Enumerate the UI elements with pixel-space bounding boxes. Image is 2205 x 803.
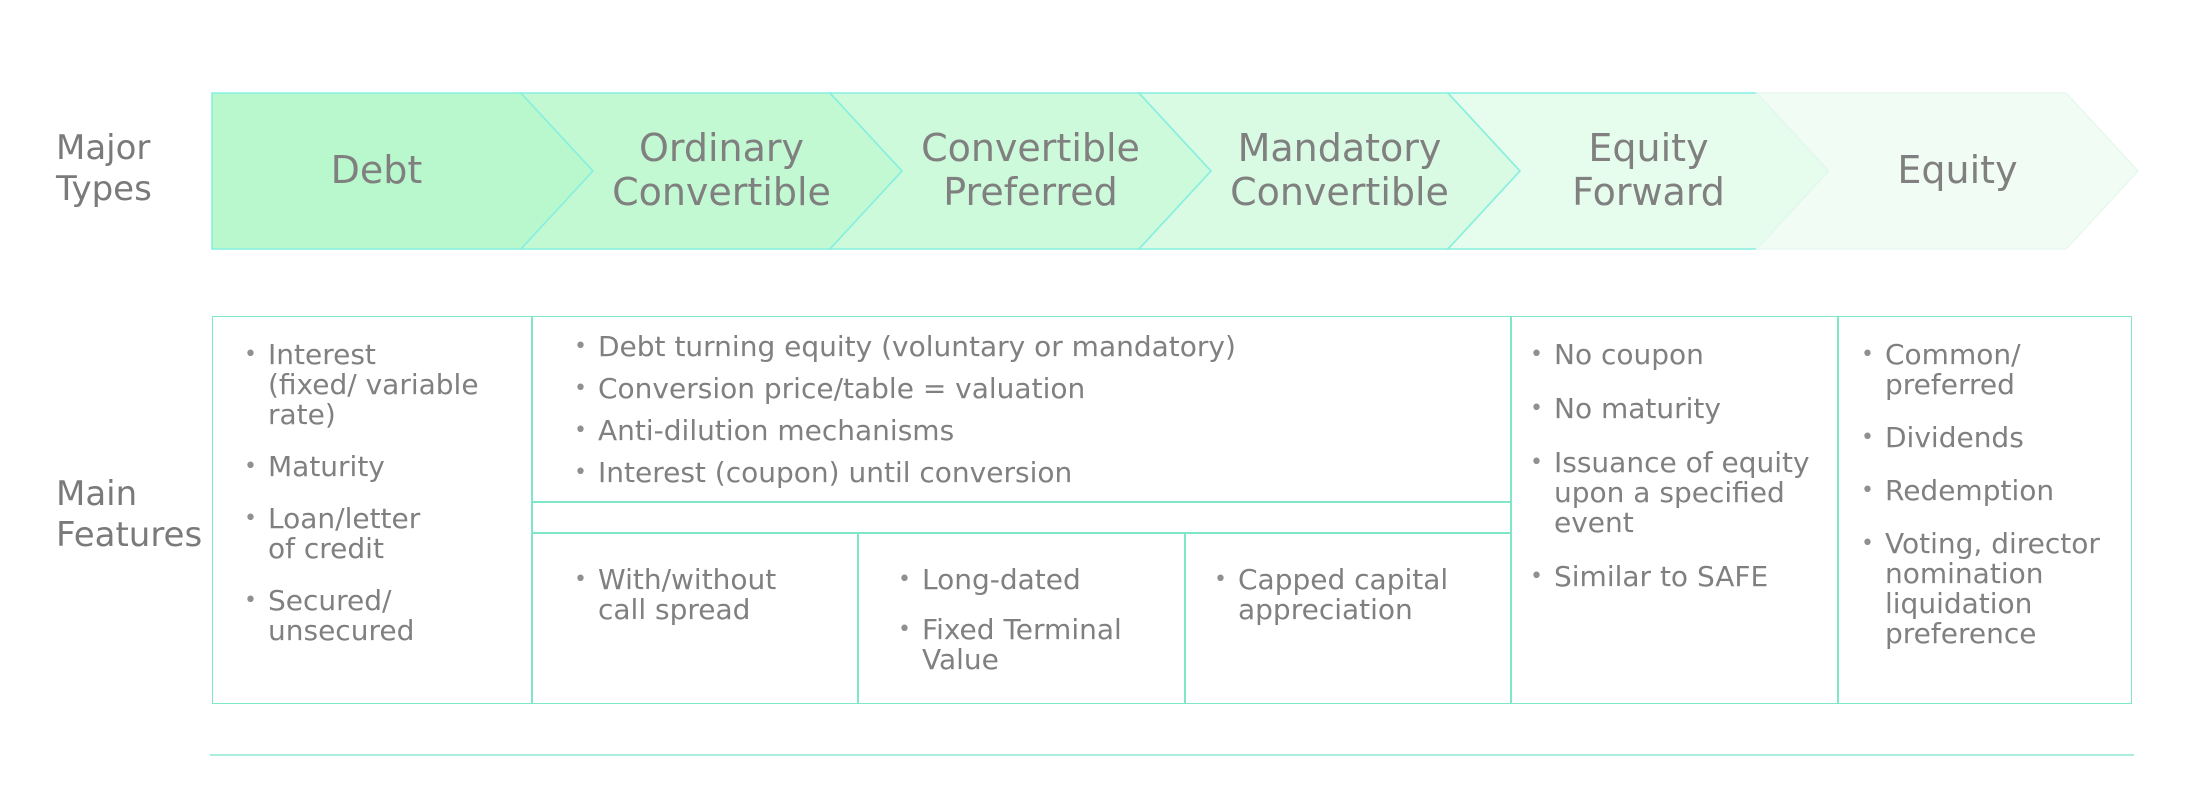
- type-label-1: Debt: [330, 148, 423, 192]
- types-chevron-row: [211, 92, 2140, 250]
- feature-item: Fixed Terminal Value: [898, 615, 1173, 675]
- type-label-3: Convertible Preferred: [921, 126, 1140, 214]
- convertible-preferred-features: Long-datedFixed Terminal Value: [898, 565, 1173, 675]
- type-label-4: Mandatory Convertible: [1230, 126, 1449, 214]
- feature-item: Anti-dilution mechanisms: [574, 416, 1494, 447]
- row-divider: [531, 501, 1510, 503]
- type-label-6: Equity: [1897, 148, 2018, 192]
- main-features-label: Main Features: [56, 474, 203, 555]
- row-divider: [531, 532, 1510, 534]
- ordinary-convertible-features: With/without call spread: [574, 565, 844, 625]
- feature-item: Long-dated: [898, 565, 1173, 596]
- major-types-label: Major Types: [56, 128, 152, 209]
- feature-item: Issuance of equity upon a specified even…: [1530, 448, 1830, 538]
- column-divider: [857, 532, 859, 704]
- feature-item: Voting, director nomination liquidation …: [1861, 529, 2126, 649]
- feature-item: Common/ preferred: [1861, 340, 2126, 400]
- column-divider: [531, 316, 533, 704]
- convertible-common-features: Debt turning equity (voluntary or mandat…: [574, 332, 1494, 489]
- type-label-5: Equity Forward: [1572, 126, 1725, 214]
- feature-item: Interest (coupon) until conversion: [574, 458, 1494, 489]
- debt-features: Interest (fixed/ variable rate) MaturityL…: [244, 340, 514, 646]
- column-divider: [1510, 316, 1512, 704]
- feature-item: No maturity: [1530, 394, 1830, 425]
- feature-item: Loan/letter of credit: [244, 504, 514, 564]
- mandatory-convertible-features: Capped capital appreciation: [1214, 565, 1499, 625]
- feature-item: Redemption: [1861, 476, 2126, 507]
- feature-item: With/without call spread: [574, 565, 844, 625]
- column-divider: [1184, 532, 1186, 704]
- feature-item: Maturity: [244, 452, 514, 483]
- feature-item: Similar to SAFE: [1530, 562, 1830, 593]
- equity-forward-features: No coupon No maturityIssuance of equity u…: [1530, 340, 1830, 593]
- feature-item: Debt turning equity (voluntary or mandat…: [574, 332, 1494, 363]
- feature-item: Secured/ unsecured: [244, 586, 514, 646]
- column-divider: [1837, 316, 1839, 704]
- type-label-2: Ordinary Convertible: [612, 126, 831, 214]
- feature-item: No coupon: [1530, 340, 1830, 371]
- feature-item: Interest (fixed/ variable rate): [244, 340, 514, 430]
- feature-item: Conversion price/table = valuation: [574, 374, 1494, 405]
- bottom-divider: [210, 754, 2134, 756]
- features-table: [212, 316, 2132, 704]
- feature-item: Capped capital appreciation: [1214, 565, 1499, 625]
- equity-features: Common/ preferredDividendsRedemptionVoti…: [1861, 340, 2126, 649]
- type-chevron-6: [1755, 92, 2140, 250]
- feature-item: Dividends: [1861, 423, 2126, 454]
